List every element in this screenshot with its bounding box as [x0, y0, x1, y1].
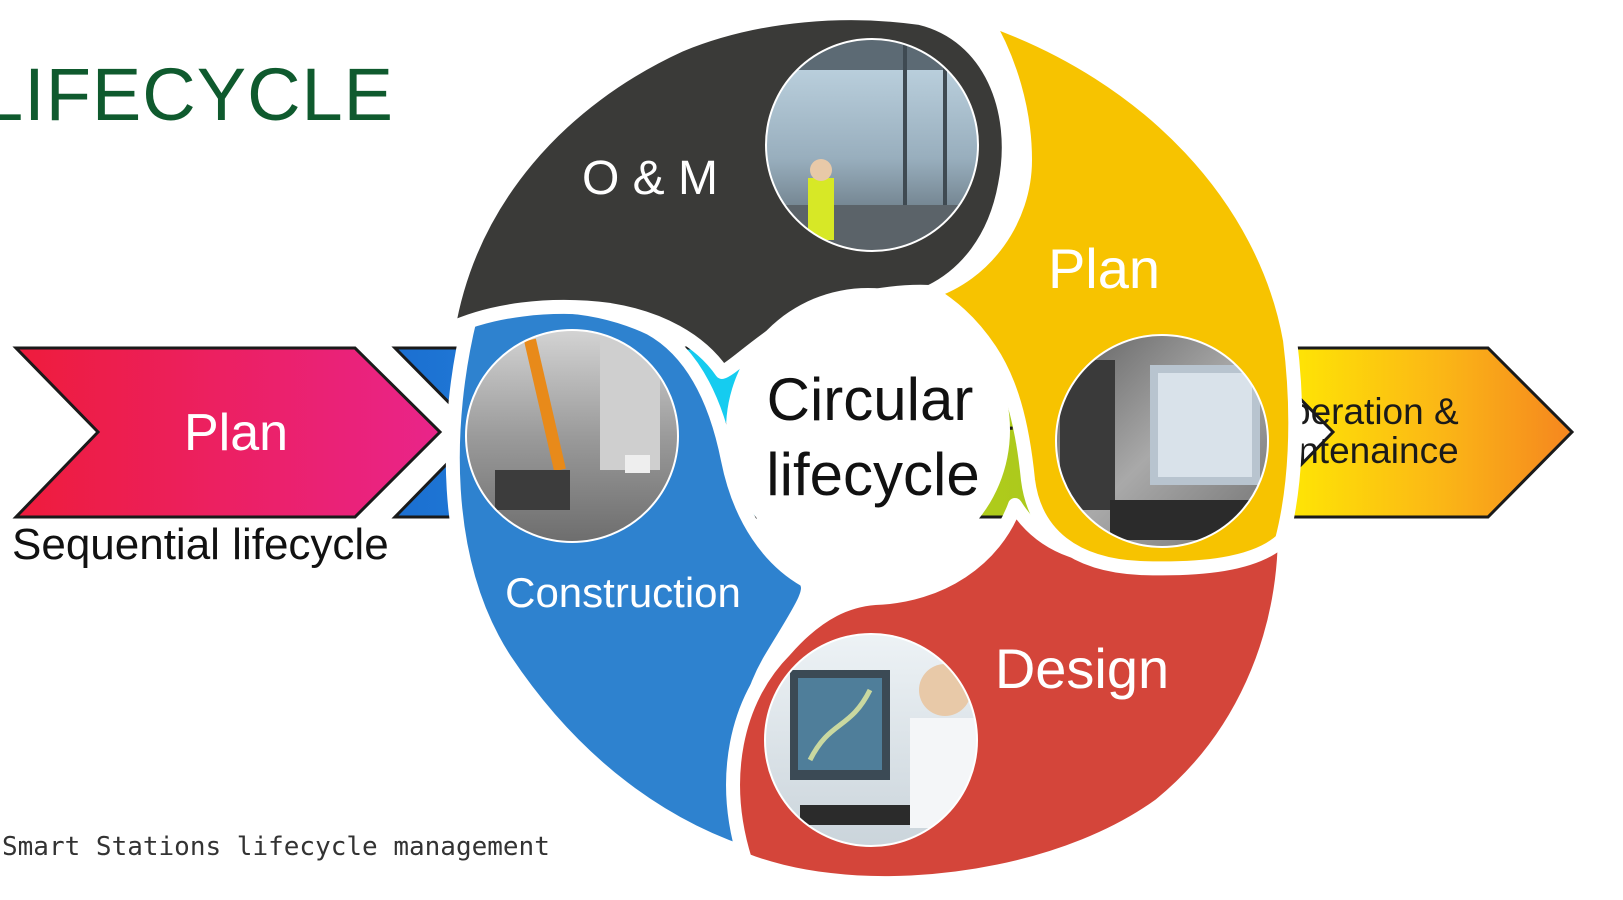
design-photo-icon — [765, 634, 977, 846]
plan-segment-label: Plan — [1048, 237, 1160, 300]
footer-caption: Smart Stations lifecycle management — [2, 832, 550, 862]
center-label-line2: lifecycle — [766, 441, 979, 508]
center-label-line1: Circular — [767, 366, 974, 433]
center-circle — [726, 288, 1010, 572]
sequential-om-label-line1: peration & — [1290, 391, 1459, 432]
sequential-om-arrow — [1246, 346, 1575, 519]
design-segment-label: Design — [995, 637, 1169, 700]
om-photo-icon — [766, 39, 978, 251]
sequential-caption: Sequential lifecycle — [12, 520, 389, 569]
sequential-om-label-line2: intenaince — [1290, 430, 1459, 471]
sequential-plan-arrow — [12, 346, 443, 519]
construction-photo-icon — [466, 330, 678, 542]
slide-title: LIFECYCLE — [0, 53, 395, 136]
plan-photo-icon — [1056, 335, 1268, 547]
construction-segment-label: Construction — [505, 569, 741, 616]
om-segment-label: O & M — [582, 152, 718, 205]
sequential-plan-label: Plan — [184, 404, 288, 462]
